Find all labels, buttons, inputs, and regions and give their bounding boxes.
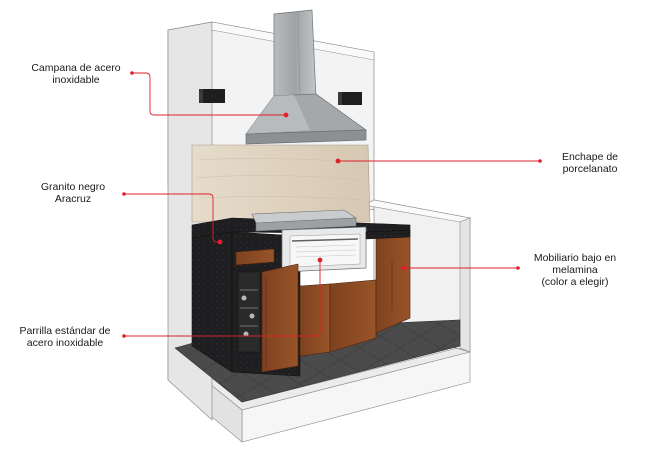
callout-label-tile-line-1: Enchape de	[561, 151, 619, 163]
stainless-steel-grill	[251, 209, 367, 273]
speaker-right	[338, 92, 362, 105]
callout-label-furniture: Mobiliario bajo en melamina (color a ele…	[520, 252, 630, 288]
stainless-steel-hood	[245, 9, 368, 145]
callout-label-hood: Campana de acero inoxidable	[20, 62, 132, 86]
callout-line-hood	[132, 72, 286, 116]
callout-lines	[122, 71, 542, 338]
callout-dot-granite-start	[122, 192, 126, 196]
callout-label-granite: Granito negro Aracruz	[22, 181, 124, 205]
callout-label-hood-line-1: Campana de acero	[31, 62, 121, 74]
callout-label-granite-line-1: Granito negro	[40, 181, 106, 193]
porcelain-tile-backsplash	[191, 144, 371, 223]
callout-label-furniture-line-2: melamina	[552, 264, 598, 276]
callout-label-furniture-line-3: (color a elegir)	[541, 276, 609, 288]
callout-label-granite-line-2: Aracruz	[54, 193, 92, 205]
melamine-furniture	[235, 229, 411, 373]
callout-dot-furniture-start	[516, 266, 520, 270]
callout-dot-grill	[317, 257, 323, 263]
callout-dot-grill-start	[122, 334, 126, 338]
callout-label-furniture-line-1: Mobiliario bajo en	[533, 252, 617, 264]
callout-label-tile-line-2: porcelanato	[562, 163, 618, 175]
callout-label-grill: Parrilla estándar de acero inoxidable	[6, 325, 124, 349]
callout-dot-furniture	[401, 265, 407, 271]
callout-label-grill-line-2: acero inoxidable	[26, 337, 104, 349]
callout-label-tile: Enchape de porcelanato	[542, 151, 638, 175]
storage-rack	[237, 271, 261, 353]
callout-dot-hood-start	[130, 71, 134, 75]
callout-dot-hood	[283, 112, 289, 118]
callout-label-hood-line-2: inoxidable	[52, 74, 100, 86]
callout-dot-granite	[217, 239, 223, 245]
callout-dot-tile	[335, 158, 341, 164]
callout-dot-tile-start	[538, 159, 542, 163]
callout-label-grill-line-1: Parrilla estándar de	[19, 325, 111, 337]
callout-line-granite	[124, 193, 220, 243]
callout-line-grill	[124, 260, 321, 337]
speaker-left	[199, 89, 225, 103]
